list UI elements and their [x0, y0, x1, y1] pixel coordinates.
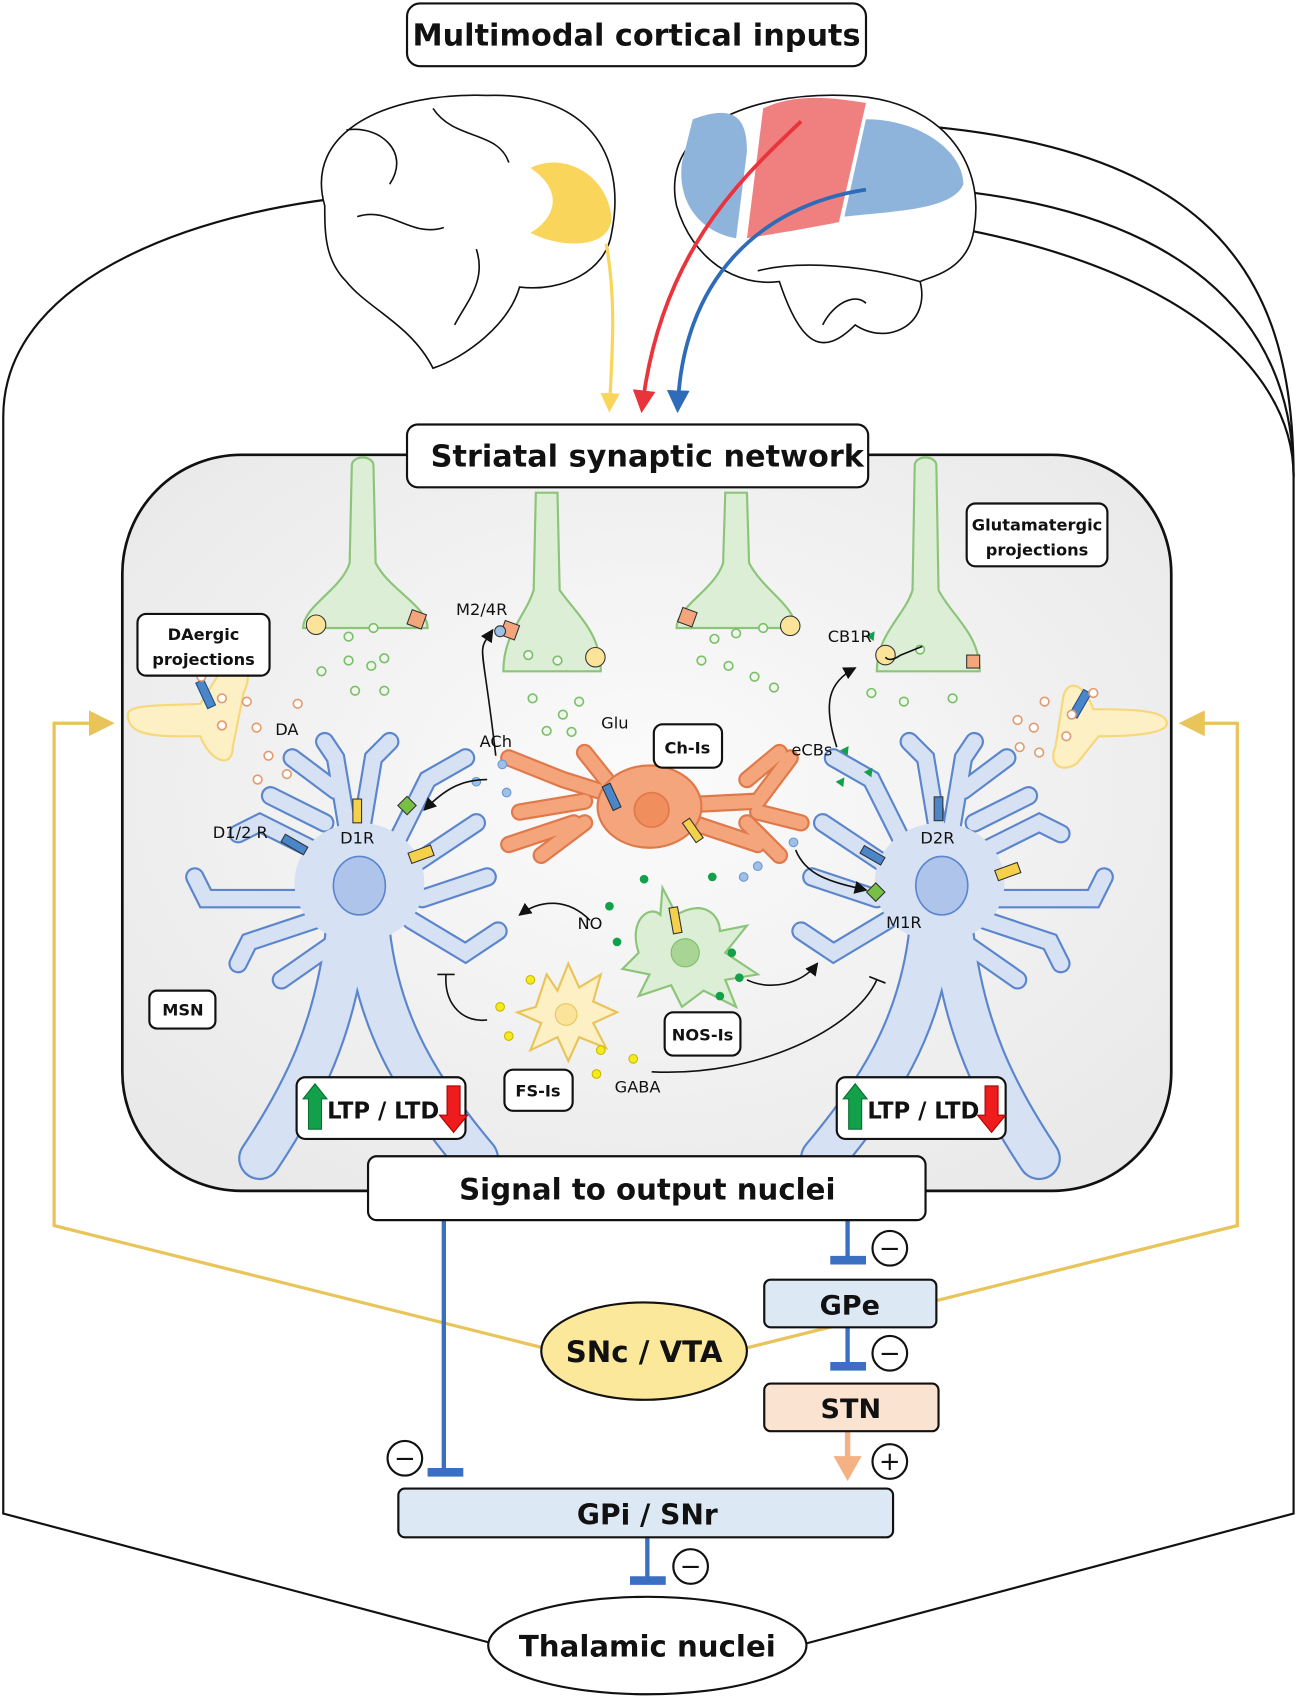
brain-lateral-view	[673, 94, 977, 344]
label-no: NO	[578, 914, 603, 933]
signal-output-box: Signal to output nuclei	[366, 1155, 927, 1222]
excitatory-projection	[833, 1431, 862, 1482]
cholinergic-interneuron	[500, 743, 810, 864]
svg-text:−: −	[879, 1339, 901, 1369]
stn-box: STN	[763, 1382, 940, 1433]
associative-projection-arrow	[666, 187, 867, 414]
svg-text:Glutamatergic: Glutamatergic	[972, 516, 1103, 535]
msn-left	[185, 731, 508, 1182]
box-chis: Ch-Is	[652, 723, 724, 769]
svg-text:Thalamic nuclei: Thalamic nuclei	[519, 1629, 776, 1663]
svg-text:projections: projections	[986, 540, 1089, 559]
plasticity-box-left: LTP / LTD	[295, 1076, 469, 1141]
svg-text:LTP / LTD: LTP / LTD	[867, 1098, 979, 1124]
label-d1r: D1R	[340, 828, 374, 847]
signalling-arrows	[423, 628, 923, 1074]
label-m24r: M2/4R	[456, 600, 507, 619]
brain-medial-view	[320, 94, 616, 370]
increase-arrow-icon	[301, 1082, 329, 1130]
label-d12r: D1/2 R	[213, 823, 268, 842]
svg-text:Striatal synaptic network: Striatal synaptic network	[431, 440, 865, 475]
svg-text:DAergic: DAergic	[168, 625, 240, 644]
gpe-box: GPe	[763, 1278, 938, 1329]
label-d2r: D2R	[920, 828, 954, 847]
label-ach: ACh	[480, 732, 512, 751]
svg-text:GPe: GPe	[820, 1290, 880, 1321]
svg-text:SNc / VTA: SNc / VTA	[566, 1335, 723, 1369]
svg-text:STN: STN	[821, 1394, 882, 1425]
box-fsis: FS-Is	[503, 1068, 574, 1112]
box-glutamatergic: Glutamatergic projections	[965, 502, 1109, 568]
box-nosis: NOS-Is	[663, 1011, 742, 1057]
minus-icon: −	[386, 1439, 424, 1477]
svg-text:Ch-Is: Ch-Is	[664, 739, 710, 758]
svg-text:−: −	[879, 1234, 901, 1264]
svg-text:+: +	[879, 1447, 901, 1477]
plasticity-box-right: LTP / LTD	[835, 1076, 1007, 1141]
minus-icon: −	[871, 1334, 909, 1372]
inhibitory-projections	[427, 1220, 866, 1585]
minus-icon: −	[672, 1548, 710, 1585]
svg-text:FS-Is: FS-Is	[515, 1082, 560, 1101]
terminal-receptors	[305, 606, 981, 669]
svg-text:−: −	[680, 1552, 702, 1582]
motor-projection-arrow	[632, 120, 803, 414]
box-msn: MSN	[148, 989, 217, 1030]
sign-markers: − − + − −	[386, 1229, 909, 1585]
fs-interneuron	[495, 960, 639, 1079]
gpi-snr-box: GPi / SNr	[397, 1487, 895, 1539]
svg-text:LTP / LTD: LTP / LTD	[327, 1098, 439, 1124]
svg-text:GPi / SNr: GPi / SNr	[577, 1498, 718, 1531]
label-m1r: M1R	[886, 913, 922, 932]
dopamine-loop	[52, 710, 1239, 1350]
da-terminal-left	[126, 664, 303, 785]
label-ecbs: eCBs	[791, 741, 832, 760]
label-glu: Glu	[601, 714, 628, 733]
plus-icon: +	[871, 1443, 909, 1480]
decrease-arrow-icon	[976, 1085, 1007, 1134]
glutamate-vesicles	[316, 622, 958, 738]
svg-text:MSN: MSN	[162, 1001, 203, 1020]
ach-vesicles	[471, 759, 799, 882]
label-cb1r: CB1R	[828, 627, 872, 646]
snc-vta-node: SNc / VTA	[540, 1301, 749, 1401]
label-da: DA	[275, 720, 298, 739]
svg-text:projections: projections	[152, 650, 255, 669]
ecb-markers	[835, 631, 875, 788]
svg-text:Signal to output nuclei: Signal to output nuclei	[459, 1173, 835, 1207]
thalamic-nuclei-node: Thalamic nuclei	[487, 1595, 808, 1696]
cortical-inputs-title: Multimodal cortical inputs	[405, 2, 868, 68]
minus-icon: −	[871, 1229, 909, 1267]
striatal-network-title: Striatal synaptic network	[405, 423, 870, 489]
svg-text:NOS-Is: NOS-Is	[672, 1025, 733, 1044]
svg-text:−: −	[394, 1444, 416, 1474]
da-terminal-right	[1012, 684, 1169, 769]
svg-text:Multimodal cortical inputs: Multimodal cortical inputs	[412, 19, 860, 54]
label-gaba: GABA	[615, 1077, 661, 1096]
limbic-projection-arrow	[600, 243, 620, 413]
decrease-arrow-icon	[438, 1085, 469, 1134]
box-daergic: DAergic projections	[136, 612, 271, 677]
nos-interneuron	[605, 872, 761, 1010]
increase-arrow-icon	[842, 1082, 869, 1130]
